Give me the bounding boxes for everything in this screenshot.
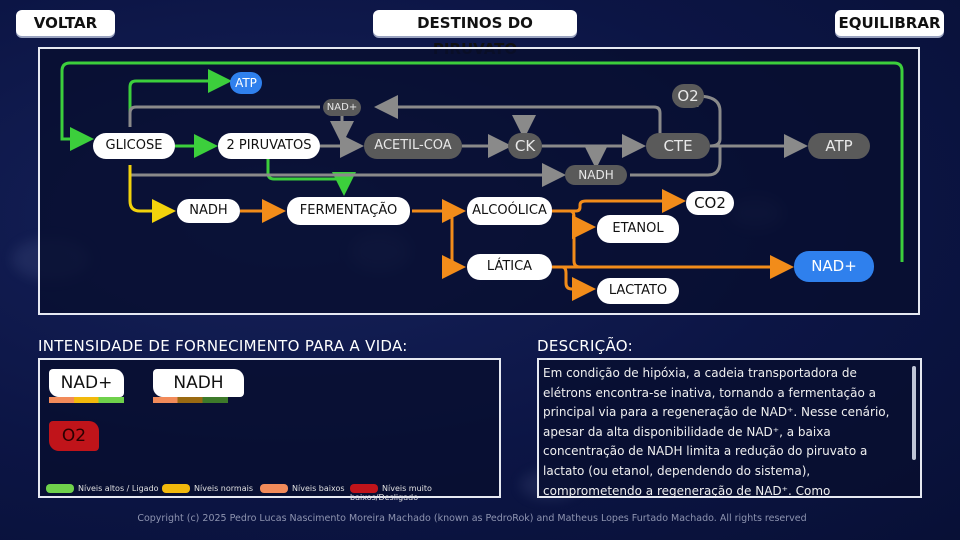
- node-nadh-gray[interactable]: NADH: [565, 165, 627, 185]
- page-title: DESTINOS DO PIRUVATO: [373, 10, 577, 58]
- arrow-alcoolica-etanol: [569, 209, 596, 239]
- arrow-fermentacao-latica: [441, 209, 466, 279]
- node-o2[interactable]: O2: [672, 84, 704, 108]
- legend-low: Níveis baixos: [260, 484, 345, 493]
- back-button[interactable]: VOLTAR: [16, 10, 115, 36]
- arrow-latica-lactato: [561, 265, 596, 301]
- legend-label: Níveis baixos: [292, 484, 345, 493]
- legend-label: Níveis muito baixos/Desligado: [350, 484, 432, 502]
- node-nad-plus[interactable]: NAD+: [794, 251, 874, 282]
- legend-swatch: [162, 484, 190, 493]
- node-latica[interactable]: LÁTICA: [467, 254, 552, 280]
- arrow-alcoolica-co2: [552, 189, 686, 213]
- arrow-glicose-atp: [128, 69, 232, 127]
- balance-button[interactable]: EQUILIBRAR: [835, 10, 944, 36]
- node-acetil-coa[interactable]: ACETIL-COA: [364, 133, 462, 159]
- description-title: DESCRIÇÃO:: [537, 337, 633, 355]
- node-atp-top[interactable]: ATP: [230, 72, 262, 94]
- card-nadh[interactable]: NADH: [153, 369, 244, 397]
- arrow-piruvatos-fermentacao: [266, 159, 356, 196]
- arrow-cte-nad: [374, 95, 662, 133]
- legend-label: Níveis altos / Ligado: [78, 484, 159, 493]
- node-co2[interactable]: CO2: [686, 191, 734, 215]
- legend-swatch: [46, 484, 74, 493]
- arrow-nadh-cte: [630, 146, 722, 177]
- node-etanol[interactable]: ETANOL: [597, 215, 679, 243]
- card-nad-plus[interactable]: NAD+: [49, 369, 124, 397]
- node-atp-right[interactable]: ATP: [808, 133, 870, 159]
- node-alcoolica[interactable]: ALCOÓLICA: [467, 197, 552, 225]
- card-nadh-bar: [153, 397, 228, 403]
- node-lactato[interactable]: LACTATO: [597, 278, 679, 304]
- arrow-glicose-nadh-fermentation: [128, 165, 176, 223]
- copyright: Copyright (c) 2025 Pedro Lucas Nasciment…: [137, 513, 807, 524]
- node-ck[interactable]: CK: [508, 133, 542, 159]
- legend-swatch: [260, 484, 288, 493]
- node-cte[interactable]: CTE: [646, 133, 710, 159]
- legend-swatch: [350, 484, 378, 493]
- description-text: Em condição de hipóxia, a cadeia transpo…: [543, 366, 890, 498]
- description-scrollbar[interactable]: [912, 366, 916, 460]
- description-panel[interactable]: Em condição de hipóxia, a cadeia transpo…: [537, 358, 922, 498]
- supply-panel: NAD+ NADH O2 Níveis altos / Ligado Nívei…: [38, 358, 501, 502]
- card-o2[interactable]: O2: [49, 421, 99, 451]
- legend-label: Níveis normais: [194, 484, 253, 493]
- arrow-nad-regeneration: [60, 61, 904, 262]
- node-nad-plus-small[interactable]: NAD+: [323, 99, 361, 116]
- arrow-o2-cte: [696, 94, 722, 148]
- pathway-connectors: [60, 61, 904, 301]
- supply-title: INTENSIDADE DE FORNECIMENTO PARA A VIDA:: [38, 337, 408, 355]
- line-nad-glicose: [128, 105, 320, 127]
- legend-normal: Níveis normais: [162, 484, 253, 493]
- legend-very-low: Níveis muito baixos/Desligado: [350, 484, 499, 502]
- legend-high: Níveis altos / Ligado: [46, 484, 159, 493]
- node-glicose[interactable]: GLICOSE: [93, 133, 175, 159]
- card-nad-plus-bar: [49, 397, 124, 403]
- node-fermentacao[interactable]: FERMENTAÇÃO: [287, 197, 410, 225]
- node-nadh[interactable]: NADH: [177, 199, 240, 223]
- node-piruvatos[interactable]: 2 PIRUVATOS: [218, 133, 320, 159]
- pathway-diagram: GLICOSE 2 PIRUVATOS ACETIL-COA CK CTE AT…: [38, 47, 920, 315]
